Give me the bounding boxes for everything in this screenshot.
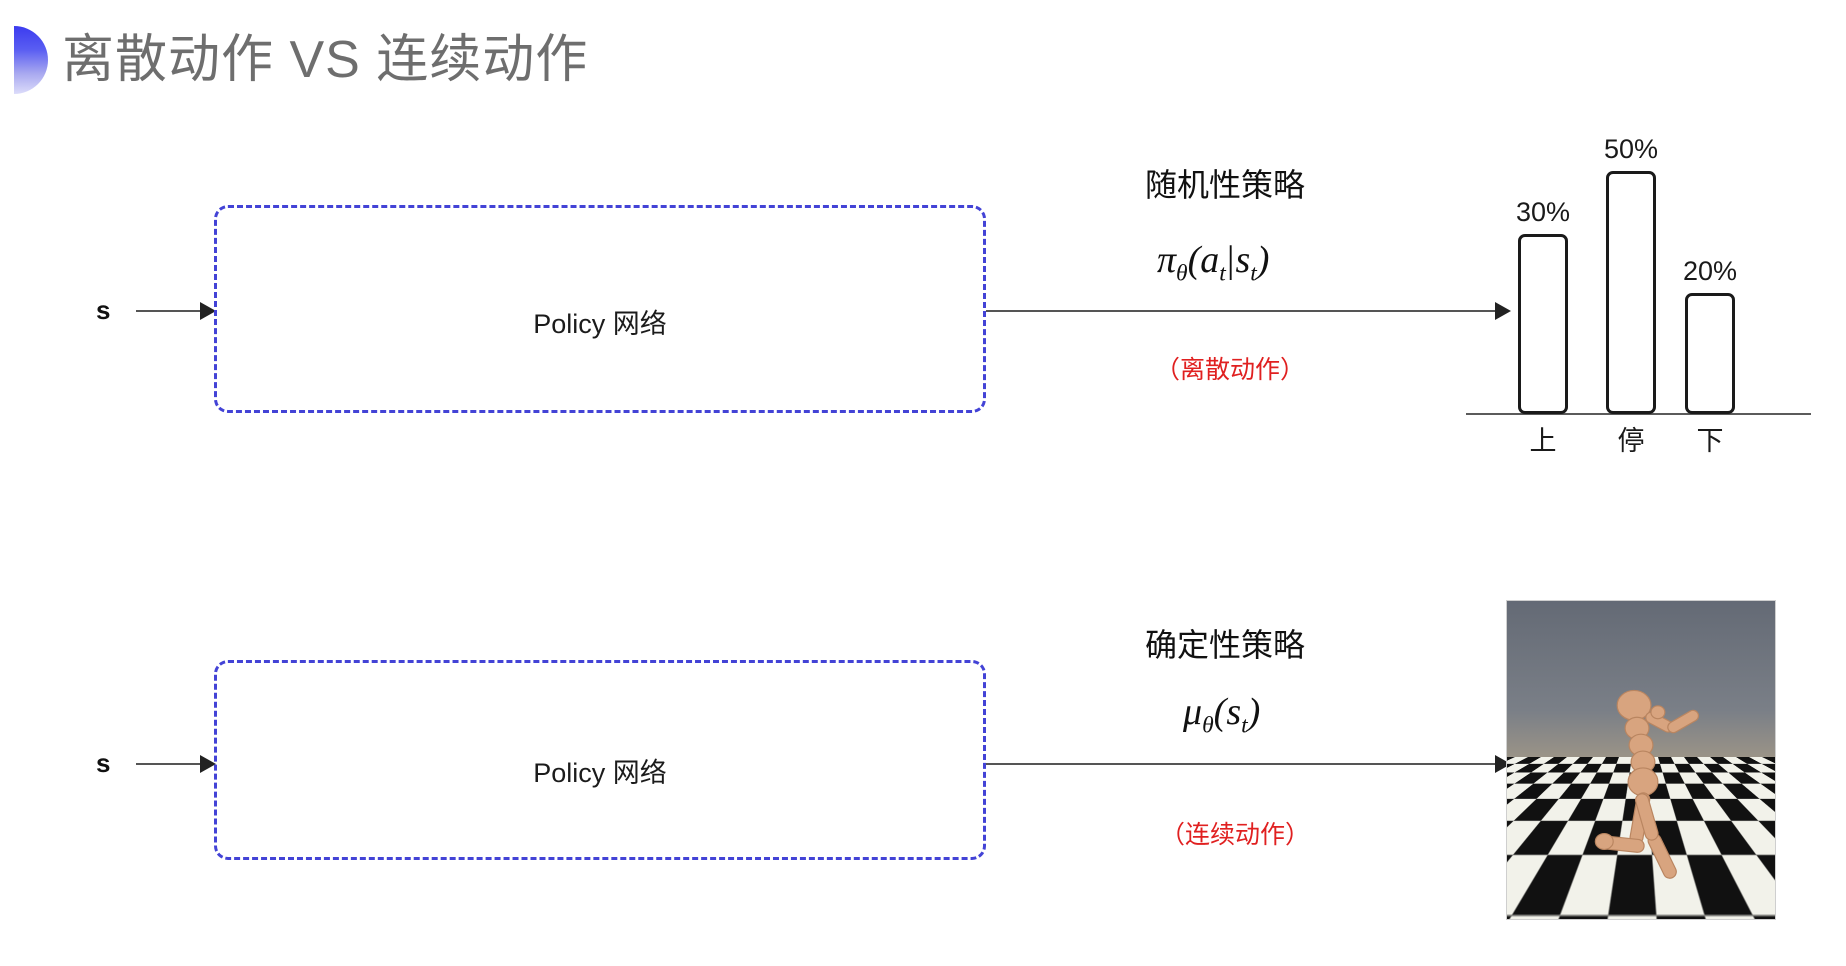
bar-value-0: 30%: [1515, 197, 1571, 227]
policy-kind-label-discrete: 随机性策略: [1145, 167, 1306, 203]
formula-paren-close: ): [1256, 239, 1270, 281]
policy-kind-label-continuous: 确定性策略: [1145, 627, 1306, 663]
bar-category-1: 停: [1617, 426, 1645, 456]
bar-category-2: 下: [1696, 426, 1724, 456]
output-arrow-head-discrete: [1495, 302, 1511, 320]
formula-paren-open: (: [1187, 239, 1201, 281]
bar-0: [1518, 234, 1568, 414]
bar-2: [1685, 293, 1735, 414]
input-arrow-head-continuous: [200, 755, 216, 773]
formula-theta-subscript: θ: [1176, 260, 1188, 287]
page-title: 离散动作 VS 连续动作: [62, 31, 589, 89]
action-type-tag-continuous: （连续动作）: [1160, 821, 1311, 849]
formula-paren-close-2: ): [1247, 691, 1261, 733]
formula-deterministic-policy: μθ(st): [1183, 690, 1260, 740]
input-arrow-line-continuous: [136, 763, 210, 765]
bar-category-0: 上: [1529, 426, 1557, 456]
formula-s-2: s: [1226, 691, 1242, 733]
bar-1: [1606, 171, 1656, 414]
state-input-label-discrete: s: [96, 295, 111, 325]
formula-s-subscript: t: [1250, 260, 1257, 287]
state-input-label-continuous: s: [96, 748, 111, 778]
policy-network-box-discrete[interactable]: Policy 网络: [214, 205, 986, 413]
formula-stochastic-policy: πθ(at|st): [1157, 238, 1269, 288]
formula-theta-subscript-2: θ: [1202, 712, 1214, 739]
title-bullet-icon: [14, 26, 48, 94]
policy-network-label-discrete: Policy 网络: [533, 309, 667, 339]
output-arrow-line-discrete: [986, 310, 1506, 312]
chart-x-axis: [1466, 413, 1811, 415]
policy-network-box-continuous[interactable]: Policy 网络: [214, 660, 986, 860]
formula-s-subscript-2: t: [1241, 712, 1248, 739]
action-probability-bar-chart: 30% 上 50% 停 20% 下: [1466, 110, 1811, 460]
formula-a: a: [1200, 239, 1220, 281]
formula-paren-open-2: (: [1213, 691, 1227, 733]
output-arrow-line-continuous: [986, 763, 1506, 765]
formula-s: s: [1235, 239, 1251, 281]
formula-conditional-bar: |: [1226, 239, 1235, 281]
humanoid-figure-icon: [1594, 689, 1700, 879]
formula-a-subscript: t: [1219, 260, 1226, 287]
input-arrow-line-discrete: [136, 310, 210, 312]
formula-mu: μ: [1183, 691, 1203, 733]
humanoid-simulation-image: [1506, 600, 1776, 920]
formula-pi: π: [1157, 239, 1177, 281]
input-arrow-head-discrete: [200, 302, 216, 320]
policy-network-label-continuous: Policy 网络: [533, 758, 667, 788]
bar-value-1: 50%: [1603, 134, 1659, 164]
action-type-tag-discrete: （离散动作）: [1155, 356, 1306, 384]
bar-value-2: 20%: [1682, 256, 1738, 286]
